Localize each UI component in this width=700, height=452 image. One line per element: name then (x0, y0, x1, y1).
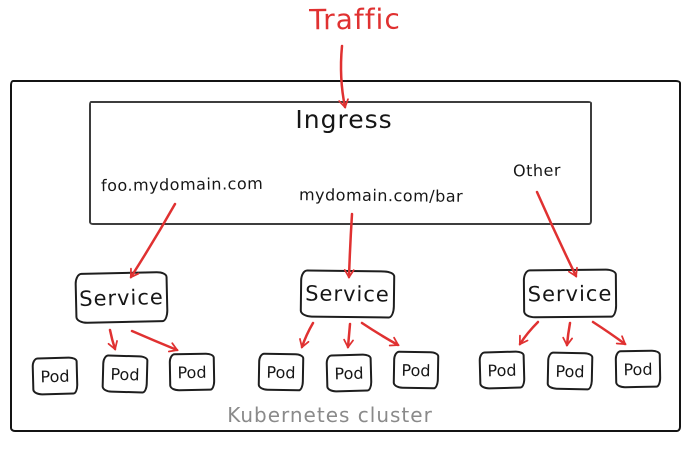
route-label-foo-mydomain: foo.mydomain.com (100, 173, 264, 196)
pod-box-1-2: Pod (101, 354, 149, 394)
service-box-3: Service (522, 268, 618, 319)
pod-box-3-2: Pod (546, 351, 594, 391)
service-box-2: Service (299, 269, 396, 319)
traffic-label: Traffic (309, 2, 401, 37)
ingress-title: Ingress (295, 105, 393, 134)
pod-box-3-1: Pod (478, 350, 526, 390)
pod-box-1-1: Pod (31, 356, 79, 396)
service-box-1: Service (74, 270, 169, 325)
cluster-label: Kubernetes cluster (227, 403, 433, 427)
pod-box-2-1: Pod (257, 352, 305, 392)
route-label-other: Other (512, 160, 562, 181)
pod-box-2-3: Pod (392, 350, 440, 390)
pod-box-2-2: Pod (325, 353, 373, 393)
pod-box-1-3: Pod (168, 352, 216, 392)
pod-box-3-3: Pod (614, 349, 662, 389)
route-label-mydomain-bar: mydomain.com/bar (298, 185, 464, 206)
